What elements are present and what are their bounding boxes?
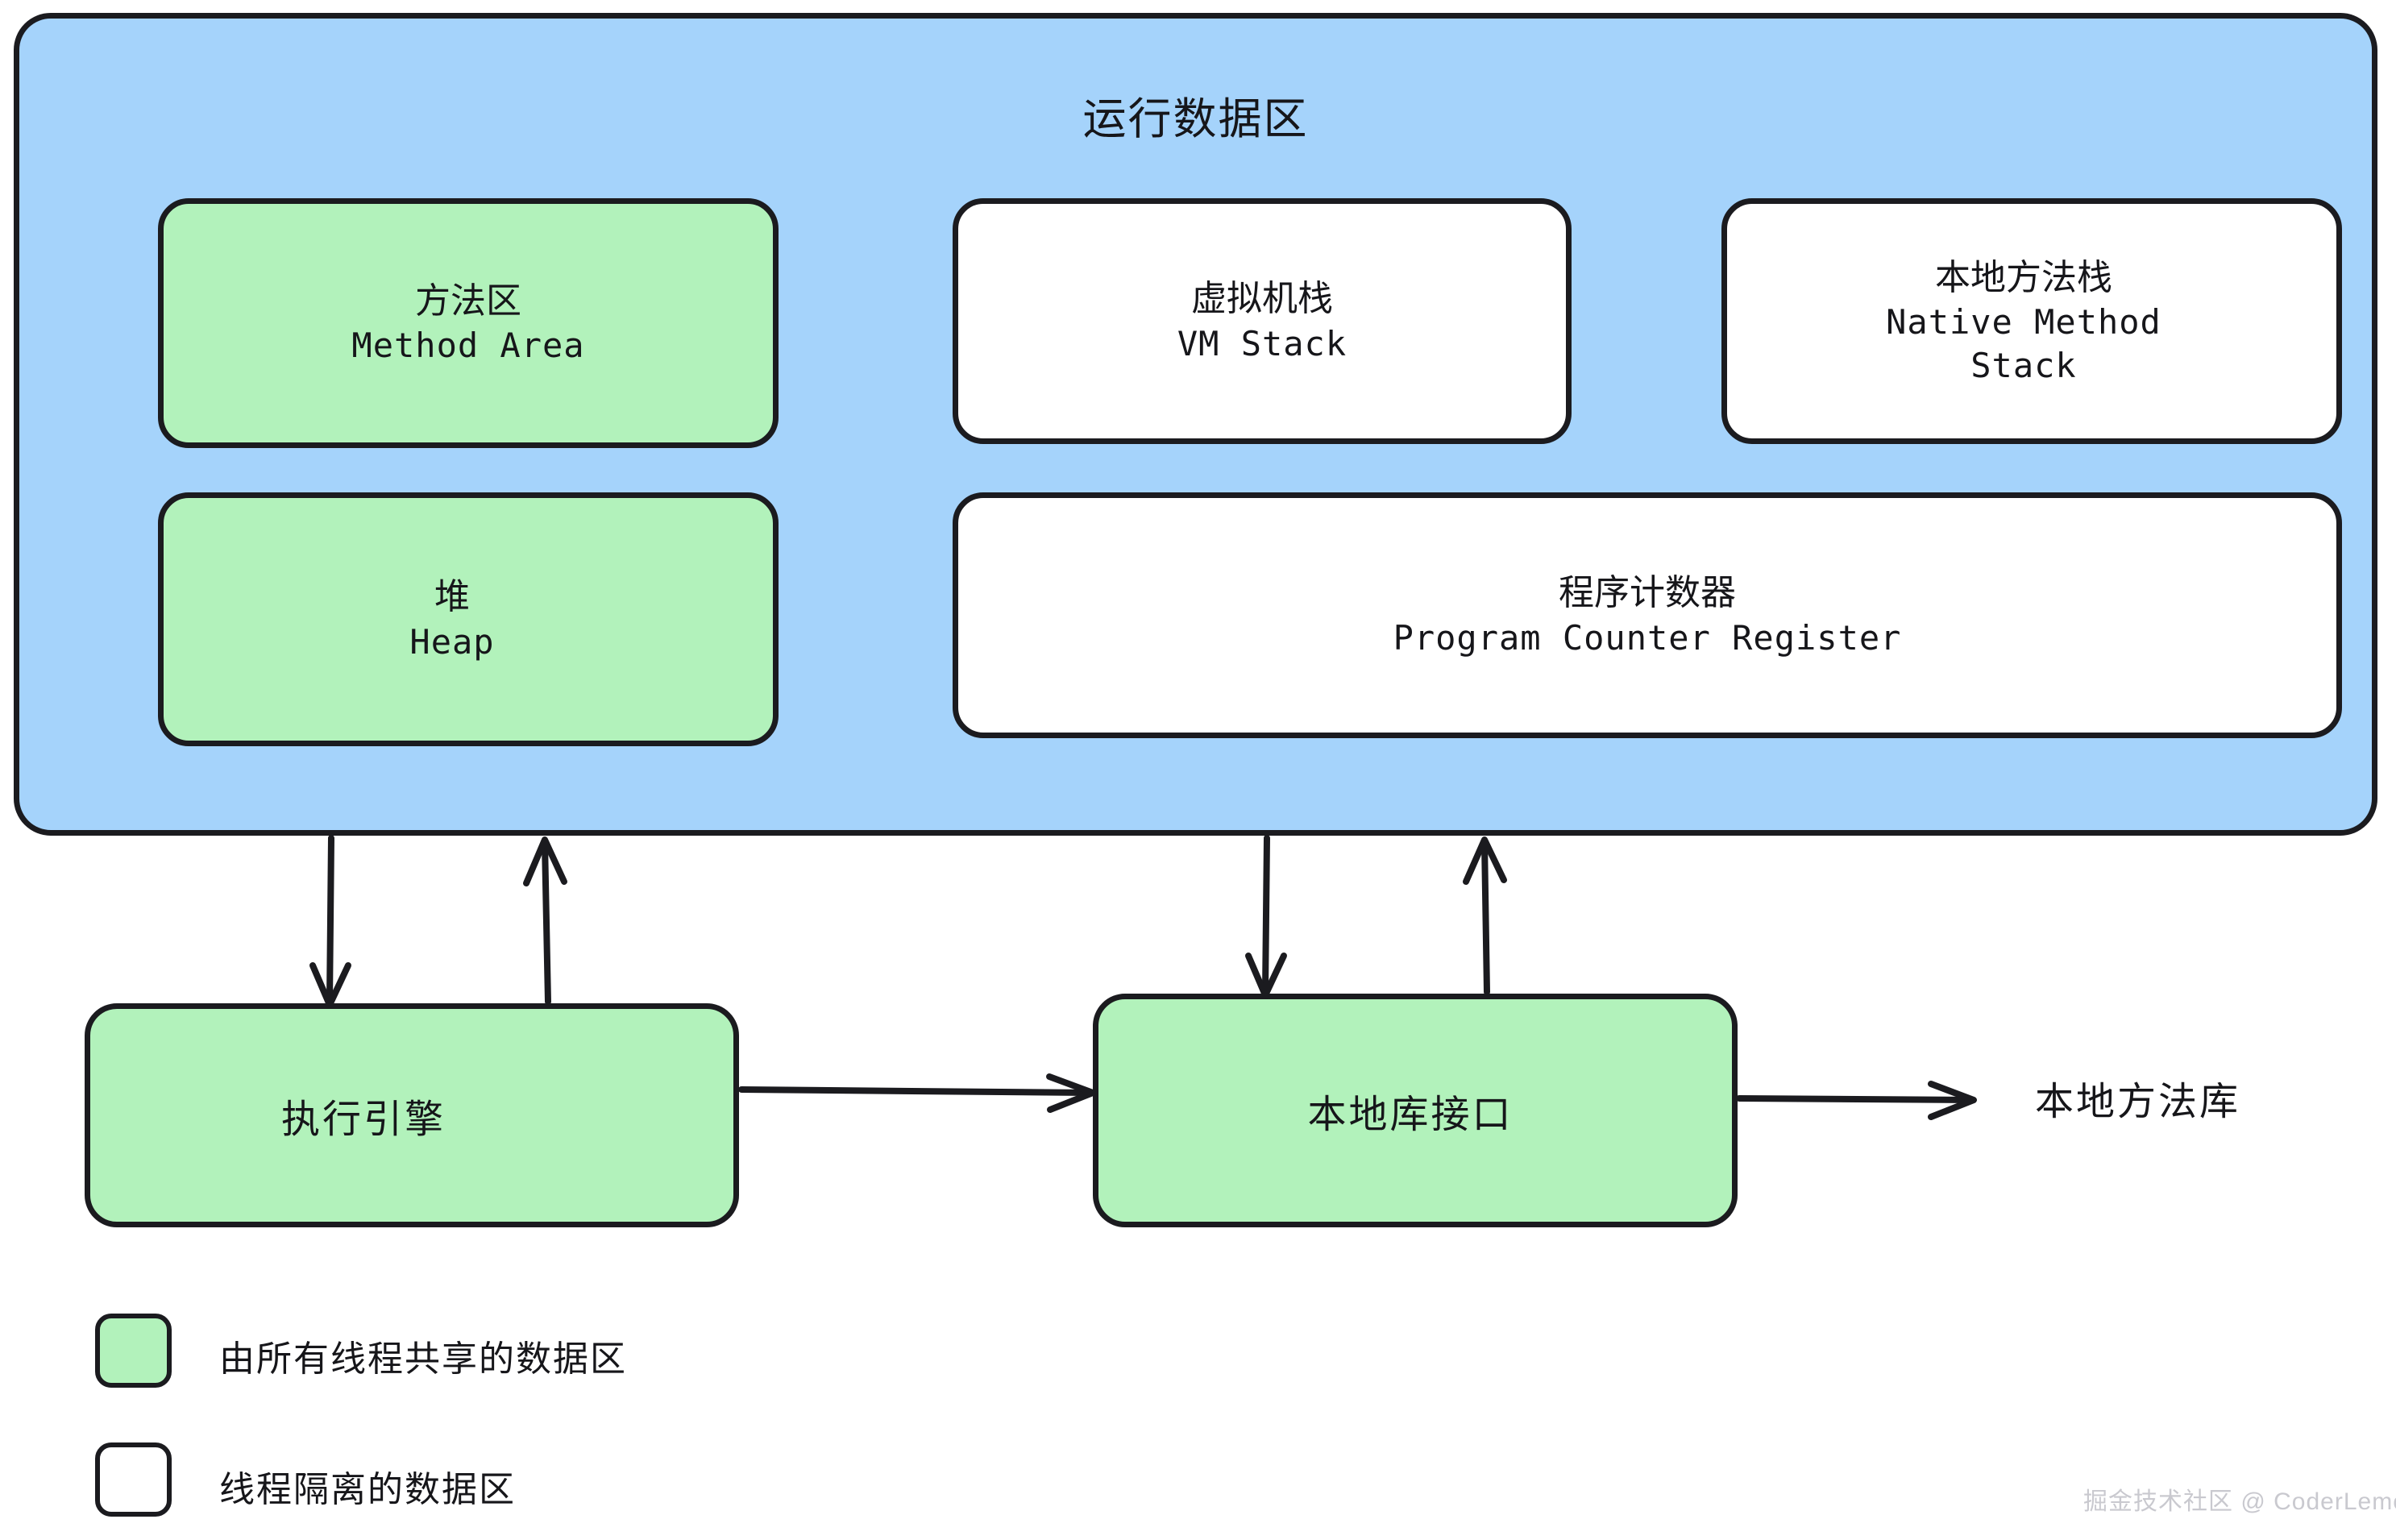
box-program-counter-register-text: 程序计数器 Program Counter Register [1393,571,1902,659]
label-native-method-library: 本地方法库 [2035,1079,2241,1124]
runtime-data-area-container: 运行数据区 方法区 Method Area 堆 Heap 虚拟机栈 VM Sta… [14,13,2377,836]
box-program-counter-register-label-en: Program Counter Register [1393,617,1902,658]
box-program-counter-register[interactable]: 程序计数器 Program Counter Register [953,492,2342,738]
box-execution-engine-label: 执行引擎 [280,1097,446,1142]
legend-label-shared: 由所有线程共享的数据区 [219,1339,627,1380]
box-native-library-interface[interactable]: 本地库接口 [1093,994,1738,1227]
box-execution-engine[interactable]: 执行引擎 [85,1003,739,1227]
arrow-execution-engine-to-runtime [523,836,567,1005]
arrow-native-interface-to-native-library [1736,1081,1977,1120]
box-vm-stack-label-en: VM Stack [1177,323,1347,363]
arrow-native-interface-to-runtime [1463,836,1507,995]
box-native-method-stack-label-en-1: Native Method [1886,301,2161,342]
box-native-method-stack-label-cn: 本地方法栈 [1934,256,2112,298]
box-native-method-stack-text: 本地方法栈 Native Method Stack [1886,255,2161,388]
legend-swatch-shared [95,1314,172,1388]
box-native-library-interface-label: 本地库接口 [1307,1092,1514,1137]
box-native-method-stack[interactable]: 本地方法栈 Native Method Stack [1721,198,2342,444]
legend-swatch-isolated [95,1442,172,1517]
legend-label-isolated: 线程隔离的数据区 [219,1469,516,1510]
box-heap[interactable]: 堆 Heap [158,492,779,746]
box-native-method-stack-label-en-2: Stack [1970,345,2077,385]
box-method-area-label-cn: 方法区 [415,280,521,322]
arrow-runtime-to-execution-engine [309,835,351,1008]
box-vm-stack[interactable]: 虚拟机栈 VM Stack [953,198,1572,444]
box-method-area-label-en: Method Area [351,326,585,366]
box-vm-stack-label-cn: 虚拟机栈 [1190,278,1333,320]
box-vm-stack-text: 虚拟机栈 VM Stack [1177,276,1347,365]
arrow-runtime-to-native-interface [1245,835,1287,998]
box-method-area-text: 方法区 Method Area [351,279,584,367]
box-method-area[interactable]: 方法区 Method Area [158,198,779,448]
arrow-execution-engine-to-native-interface [738,1073,1096,1113]
runtime-data-area-title: 运行数据区 [1082,93,1309,144]
box-heap-label-cn: 堆 [434,576,470,618]
box-heap-label-en: Heap [409,621,495,662]
box-heap-text: 堆 Heap [409,575,494,663]
watermark-text: 掘金技术社区 @ CoderLemon [2083,1488,2396,1515]
box-program-counter-register-label-cn: 程序计数器 [1559,572,1736,614]
